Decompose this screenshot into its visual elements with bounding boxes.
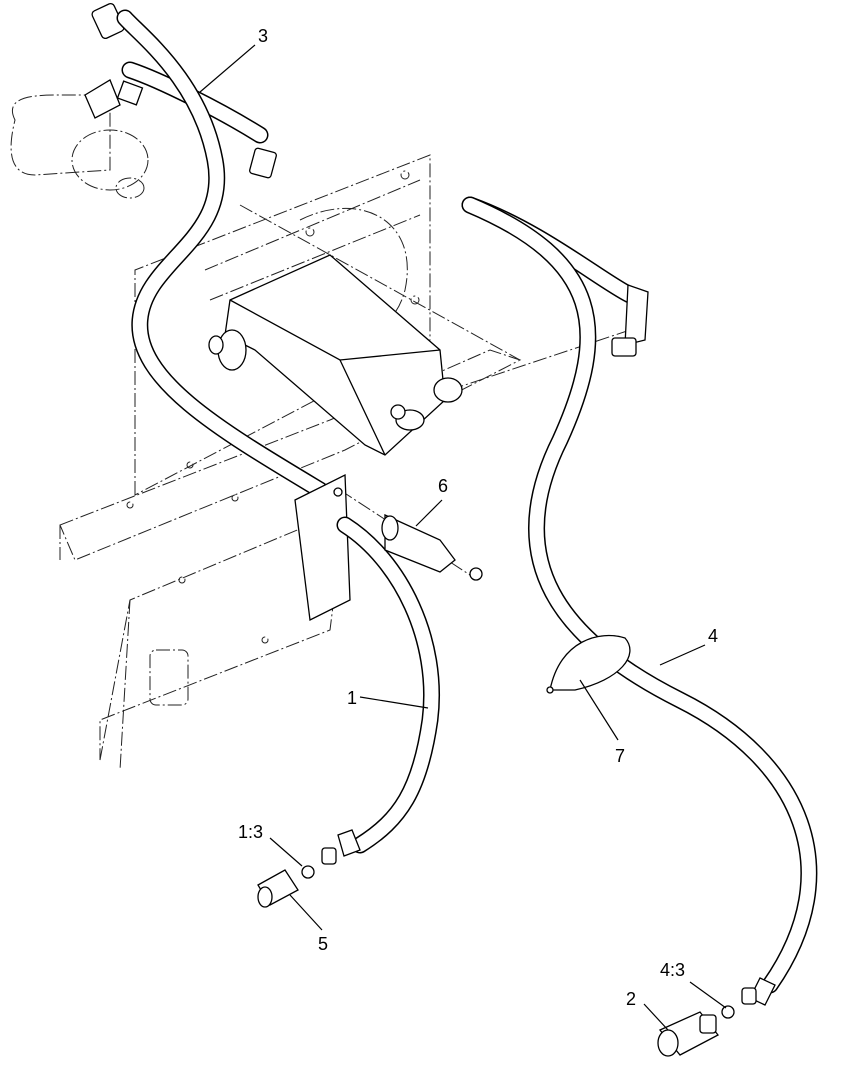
leader-lines: [199, 44, 727, 1031]
hose-1: [321, 516, 440, 865]
hose-bracket: [294, 473, 351, 621]
spacer-6: [381, 513, 483, 581]
callout-6: 6: [438, 476, 448, 496]
coupler-2: [657, 1005, 735, 1057]
valve-block: [208, 254, 463, 456]
callout-7: 7: [615, 746, 625, 766]
callout-2: 2: [626, 989, 636, 1009]
callout-1: 1: [347, 688, 357, 708]
callout-3: 3: [258, 26, 268, 46]
callout-4-3: 4:3: [660, 960, 685, 980]
motor-phantom: [10, 94, 149, 199]
clamp-7: [546, 634, 631, 694]
callout-1-3: 1:3: [238, 822, 263, 842]
fitting-5: [257, 865, 315, 908]
callout-4: 4: [708, 626, 718, 646]
hose-4: [461, 196, 818, 1006]
motor-fittings: [84, 2, 277, 179]
callout-5: 5: [318, 934, 328, 954]
hose-3: [116, 9, 329, 499]
